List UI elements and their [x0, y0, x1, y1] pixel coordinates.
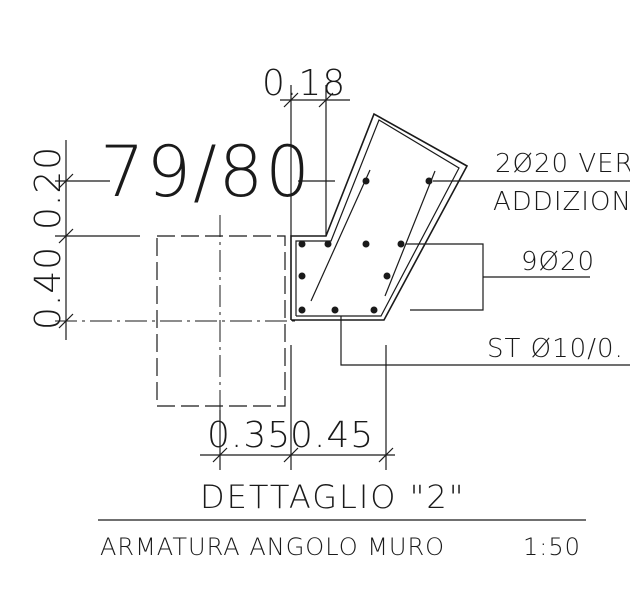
diagonal-bar-line — [310, 169, 371, 302]
label-stirrups: ST Ø10/0. — [487, 334, 624, 364]
dim-top-label: 0.18 — [262, 63, 346, 104]
leader-stirrups — [340, 316, 630, 366]
wall-outline — [290, 112, 469, 321]
dim-bottom-left-label: 0.35 — [207, 415, 291, 456]
stirrup-outline — [295, 119, 460, 317]
dim-left-lower-label: 0.40 — [28, 246, 69, 330]
dim-bottom-right-label: 0.45 — [290, 415, 374, 456]
wall-thickness-label: 79/80 — [100, 131, 312, 213]
dimension-top: 0.18 — [262, 63, 350, 236]
adjacent-column-outline — [156, 235, 286, 407]
label-additional-bars-line2: ADDIZIONA — [493, 187, 630, 217]
detail-scale: 1:50 — [523, 533, 581, 561]
dim-left-upper-label: 0.20 — [28, 146, 69, 230]
label-main-bars: 9Ø20 — [521, 247, 595, 277]
detail-subtitle: ARMATURA ANGOLO MURO — [100, 533, 445, 561]
detail-title: DETTAGLIO "2" — [200, 478, 465, 516]
additional-bar-line — [384, 170, 436, 297]
rebar-dots — [298, 177, 433, 314]
leader-main-bars — [406, 243, 484, 311]
dimension-bottom: 0.35 0.45 — [200, 345, 395, 470]
label-additional-bars-line1: 2Ø20 VER — [495, 149, 630, 179]
dimension-left: 0.20 0.40 — [28, 140, 140, 340]
